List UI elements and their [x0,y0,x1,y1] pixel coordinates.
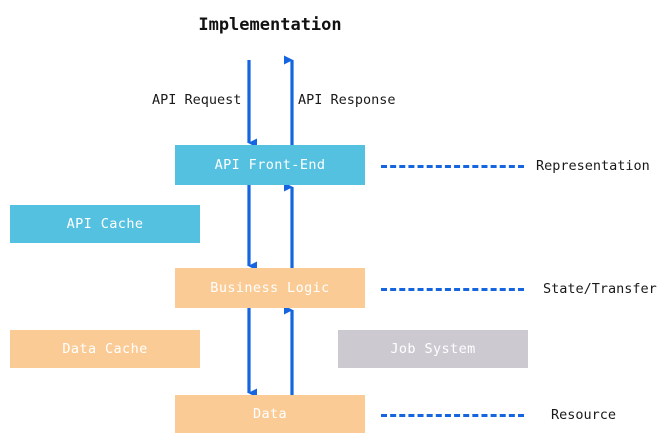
box-job-system-label: Job System [390,341,476,357]
box-business-logic-label: Business Logic [210,280,330,296]
api-request-label: API Request [152,92,242,108]
layer-label-representation: Representation [536,158,650,174]
box-job-system[interactable]: Job System [338,330,528,368]
layer-label-state-transfer: State/Transfer [543,281,657,297]
layer-label-resource: Resource [551,407,617,423]
box-data[interactable]: Data [175,395,365,433]
box-api-front-end-label: API Front-End [214,157,326,173]
box-data-cache[interactable]: Data Cache [10,330,200,368]
resource-connector [381,414,524,417]
representation-connector [381,165,524,168]
page-title: Implementation [0,15,664,35]
state-transfer-connector [381,288,524,291]
box-data-cache-label: Data Cache [62,341,148,357]
box-api-cache-label: API Cache [66,216,144,232]
api-response-label: API Response [298,92,396,108]
box-business-logic[interactable]: Business Logic [175,268,365,308]
box-api-cache[interactable]: API Cache [10,205,200,243]
page-title-text: Implementation [198,15,342,35]
box-api-front-end[interactable]: API Front-End [175,145,365,185]
box-data-label: Data [252,406,288,422]
